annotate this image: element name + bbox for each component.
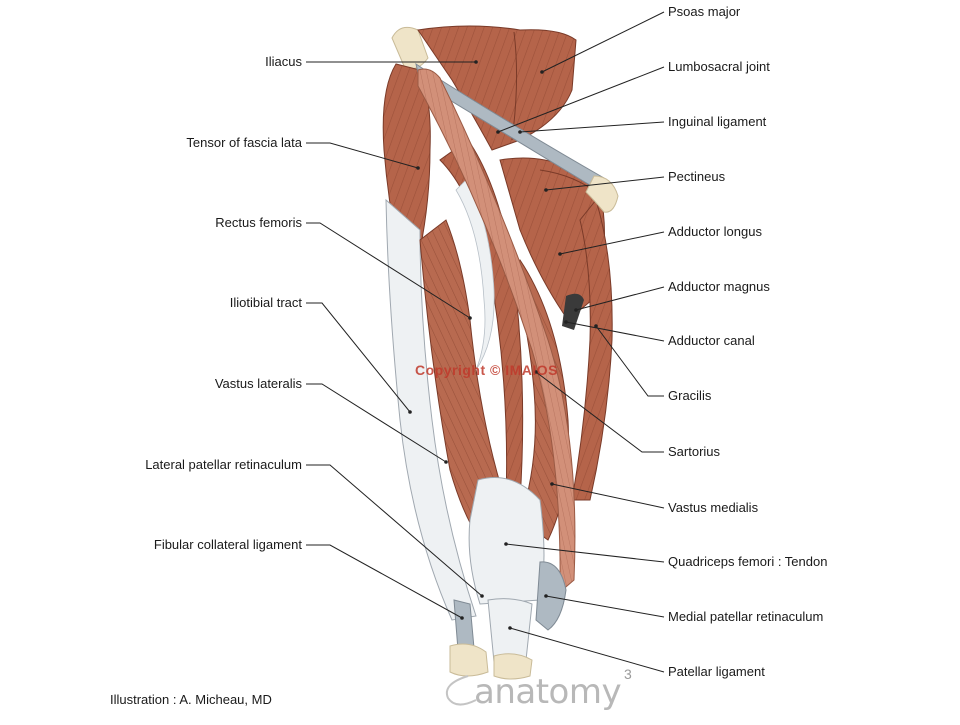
patellar-ligament	[487, 598, 533, 663]
vastus-medialis-muscle	[509, 259, 570, 541]
label-tensor-fascia-lata: Tensor of fascia lata	[186, 135, 302, 150]
label-psoas-major: Psoas major	[668, 4, 741, 19]
leader-lines	[306, 11, 665, 673]
illustration-credit: Illustration : A. Micheau, MD	[110, 692, 272, 707]
label-patellar-ligament: Patellar ligament	[668, 664, 765, 679]
anatomy-logo-icon	[446, 675, 477, 706]
label-lateral-patellar-retinaculum: Lateral patellar retinaculum	[145, 457, 302, 472]
tibia-bone	[449, 643, 489, 677]
label-sartorius: Sartorius	[668, 444, 721, 459]
medial-patellar-retinaculum	[535, 561, 567, 631]
label-pectineus: Pectineus	[668, 169, 726, 184]
label-vastus-lateralis: Vastus lateralis	[214, 376, 302, 391]
psoas-major-muscle	[417, 25, 577, 151]
label-fibular-collateral-ligament: Fibular collateral ligament	[153, 537, 302, 552]
sartorius-muscle	[417, 68, 576, 594]
label-adductor-magnus: Adductor magnus	[668, 279, 770, 294]
label-adductor-canal: Adductor canal	[668, 333, 755, 348]
quadriceps-tendon	[468, 477, 545, 605]
label-medial-patellar-retinaculum: Medial patellar retinaculum	[668, 609, 824, 624]
label-gracilis: Gracilis	[668, 388, 712, 403]
adductor-canal	[562, 293, 584, 330]
label-iliacus: Iliacus	[265, 54, 302, 69]
copyright-watermark: Copyright © IMAIOS	[415, 362, 558, 378]
label-rectus-femoris: Rectus femoris	[215, 215, 302, 230]
label-quadriceps-tendon: Quadriceps femori : Tendon	[668, 554, 828, 569]
label-vastus-medialis: Vastus medialis	[668, 500, 759, 515]
label-iliotibial-tract: Iliotibial tract	[229, 295, 302, 310]
label-adductor-longus: Adductor longus	[668, 224, 762, 239]
label-lumbosacral-joint: Lumbosacral joint	[668, 59, 770, 74]
page-number: 3	[624, 666, 632, 682]
anatomy-logo: anatomy	[474, 672, 622, 712]
label-inguinal-ligament: Inguinal ligament	[668, 114, 767, 129]
